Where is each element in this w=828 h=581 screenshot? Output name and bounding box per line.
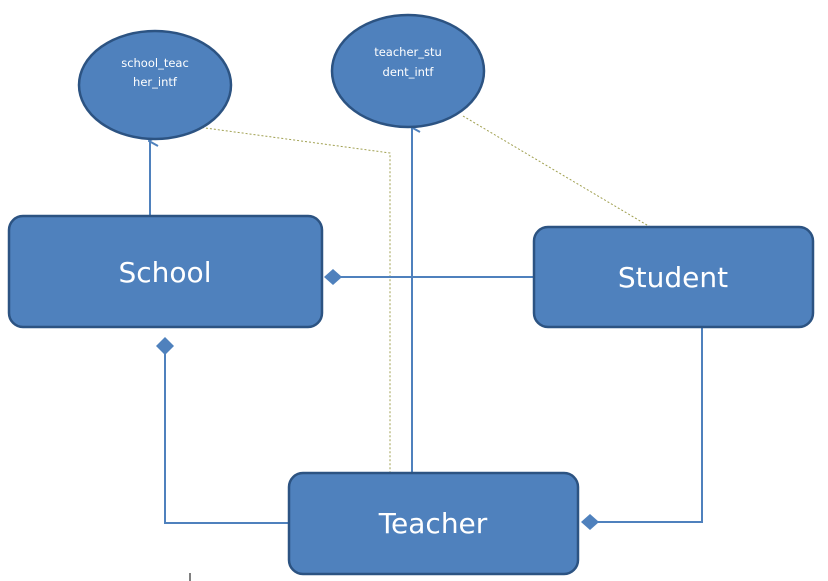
teacher-student-intf-label-line1: teacher_stu bbox=[374, 45, 442, 59]
teacher-node[interactable]: Teacher bbox=[287, 471, 580, 576]
teacher-student-intf-dependency-line bbox=[462, 115, 653, 229]
teacher-school-aggregation-line bbox=[164, 353, 289, 524]
student-teacher-aggregation-line bbox=[598, 326, 703, 523]
student-school-aggregation-diamond bbox=[324, 269, 342, 285]
teacher-label: Teacher bbox=[378, 507, 488, 540]
school-teacher-intf-label-line2: her_intf bbox=[133, 75, 178, 89]
student-teacher-aggregation-diamond bbox=[581, 514, 599, 530]
school-teacher-intf-label-line1: school_teac bbox=[121, 56, 189, 70]
teacher-school-aggregation-diamond bbox=[156, 337, 174, 355]
school-teacher-intf-dependency-line bbox=[197, 126, 391, 473]
student-label: Student bbox=[618, 261, 728, 294]
school-label: School bbox=[119, 256, 212, 289]
student-node[interactable]: Student bbox=[532, 225, 815, 329]
school-node[interactable]: School bbox=[7, 214, 324, 329]
school-teacher-intf-node[interactable]: school_teac her_intf bbox=[77, 29, 233, 141]
teacher-student-intf-node[interactable]: teacher_stu dent_intf bbox=[330, 13, 486, 129]
teacher-student-intf-label-line2: dent_intf bbox=[383, 65, 435, 79]
